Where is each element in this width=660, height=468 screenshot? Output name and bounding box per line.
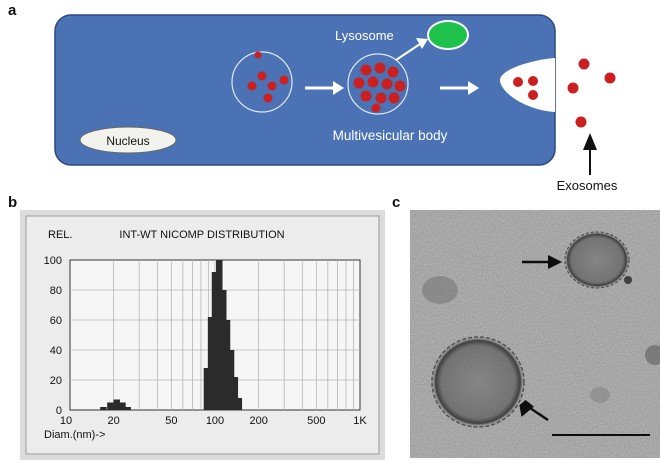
multivesicular-body: [347, 53, 409, 115]
x-tick-label: 1K: [353, 415, 367, 427]
y-tick-label: 20: [50, 375, 62, 387]
histogram-bar: [124, 407, 131, 410]
arrow-to-mvb: [305, 81, 344, 95]
bar-layer: [100, 260, 243, 410]
histogram-bar: [107, 402, 114, 410]
chart-title: INT-WT NICOMP DISTRIBUTION: [119, 229, 284, 241]
x-tick-label: 20: [108, 415, 120, 427]
histogram-bar: [216, 260, 223, 410]
early-endosome: [231, 51, 293, 113]
panel-c: [410, 210, 660, 458]
x-tick-label: 100: [206, 415, 224, 427]
mvb-label: Multivesicular body: [333, 128, 448, 143]
histogram-bar: [207, 317, 215, 410]
tem-micrograph: [410, 210, 660, 458]
y-tick-label: 40: [50, 345, 62, 357]
x-axis-label: Diam.(nm)->: [44, 429, 105, 441]
debris: [590, 387, 610, 403]
histogram-bar: [113, 399, 120, 410]
panel-letter-a: a: [8, 2, 17, 19]
histogram-bar: [119, 402, 126, 410]
x-tick-label: 500: [307, 415, 325, 427]
histogram-bar: [223, 320, 231, 410]
x-tick-label: 200: [249, 415, 267, 427]
releasing-exosome: [513, 77, 523, 87]
histogram-bar: [235, 398, 243, 410]
intraluminal-vesicle: [263, 93, 273, 103]
debris: [422, 276, 458, 304]
releasing-exosome: [528, 90, 538, 100]
panel-a: a Nucleus Multivesicul: [0, 0, 660, 195]
y-tick-label: 100: [44, 255, 62, 267]
exosome: [567, 82, 579, 94]
membrane-fusion-pocket: [500, 58, 555, 112]
y-tick-label: 60: [50, 315, 62, 327]
intraluminal-vesicle: [247, 81, 257, 91]
exosomes-label: Exosomes: [557, 178, 618, 193]
exosome: [575, 116, 587, 128]
histogram-bar: [220, 290, 227, 410]
x-tick-label: 50: [165, 415, 177, 427]
exosome-vesicle-upper: [565, 232, 629, 288]
y-axis-label: REL.: [48, 229, 72, 241]
nucleus: [79, 126, 177, 154]
vesicle-pointer-arrow: [522, 255, 562, 269]
exosome-biogenesis-diagram: Nucleus Multivesicular body: [54, 14, 618, 193]
exosome-arrow: [583, 133, 597, 175]
intraluminal-vesicle: [257, 71, 267, 81]
arrow-to-lysosome: [395, 38, 428, 61]
histogram-bar: [203, 368, 211, 410]
intraluminal-vesicle: [267, 81, 277, 91]
lysosome: [427, 20, 469, 50]
debris: [645, 345, 660, 365]
histogram-bar: [211, 272, 219, 410]
grid-layer: [70, 260, 360, 410]
histogram-bar: [100, 407, 107, 410]
size-distribution-chart: REL. INT-WT NICOMP DISTRIBUTION 100 80 60 4…: [20, 210, 385, 460]
arrow-to-membrane: [440, 81, 479, 95]
intraluminal-vesicle: [279, 75, 289, 85]
panel-letter-b: b: [8, 194, 18, 211]
exosome-vesicle-lower: [432, 337, 524, 427]
budding-vesicle: [254, 51, 262, 59]
exosome: [604, 72, 616, 84]
y-tick-label: 0: [56, 405, 62, 417]
histogram-bar: [231, 377, 239, 410]
releasing-exosome: [528, 76, 538, 86]
lysosome-label: Lysosome: [335, 28, 394, 43]
y-tick-label: 80: [50, 285, 62, 297]
panel-b: REL. INT-WT NICOMP DISTRIBUTION 100 80 60 4…: [20, 210, 385, 460]
histogram-bar: [227, 350, 235, 410]
x-tick-label: 10: [60, 415, 72, 427]
exosome: [578, 58, 590, 70]
vesicle-pointer-arrow: [519, 399, 549, 421]
nucleus-label: Nucleus: [106, 134, 149, 148]
panel-letter-c: c: [392, 194, 401, 211]
